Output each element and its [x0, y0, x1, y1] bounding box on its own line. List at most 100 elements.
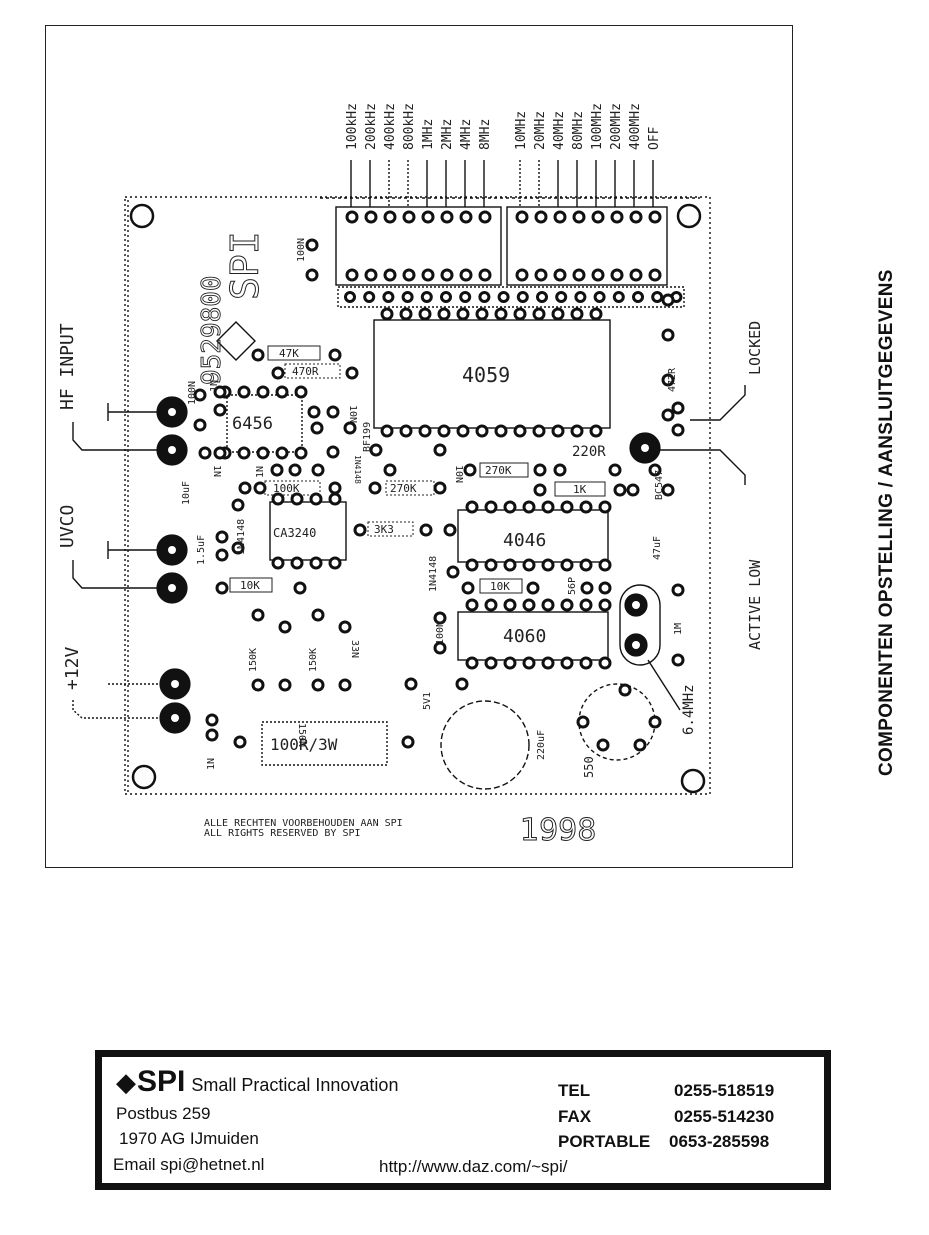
solder-pad [579, 598, 593, 612]
solder-pad [402, 210, 416, 224]
mounting-hole-icon [676, 203, 702, 229]
solder-pads [193, 210, 685, 752]
solder-pad [421, 268, 435, 282]
solder-pad [399, 307, 413, 321]
solder-pad [570, 424, 584, 438]
solder-pad [215, 581, 229, 595]
solder-pad [251, 678, 265, 692]
solder-pad [651, 291, 664, 303]
frequency-label-left-2: 400kHz [383, 103, 398, 150]
solder-pad [661, 483, 675, 497]
solder-pad [589, 307, 603, 321]
ic-4046-label: 4046 [503, 530, 546, 551]
solder-pad [193, 418, 207, 432]
crystal-label: 6.4MHz [681, 684, 697, 735]
solder-pad [383, 268, 397, 282]
solder-pad [433, 443, 447, 457]
solder-pad [541, 656, 555, 670]
cap-100n-c-label: 100N [435, 621, 446, 645]
solder-pad [237, 385, 251, 399]
solder-pad [288, 463, 302, 477]
frequency-label-left-6: 4MHz [459, 119, 474, 150]
solder-pad [215, 548, 229, 562]
contact-brand: ◆ SPI Small Practical Innovation [116, 1067, 398, 1097]
solder-pad [475, 424, 489, 438]
solder-pad [256, 446, 270, 460]
resistor-10k-b-label: 10K [490, 580, 510, 593]
frequency-label-left-4: 1MHz [421, 119, 436, 150]
brand-logo-text: SPI [137, 1065, 186, 1098]
solder-pad [579, 500, 593, 514]
solder-pad [610, 268, 624, 282]
solder-pad [383, 463, 397, 477]
frequency-label-right-6: 400MHz [628, 103, 643, 150]
frequency-label-right-5: 200MHz [609, 103, 624, 150]
solder-pad [503, 598, 517, 612]
solder-pad [401, 291, 414, 303]
solder-pad [598, 558, 612, 572]
solder-pad [478, 210, 492, 224]
solder-pad [345, 210, 359, 224]
resistor-10k-a-label: 10K [240, 579, 260, 592]
solder-pad [484, 500, 498, 514]
resistor-270k-b-label: 270K [390, 482, 417, 495]
solder-pad [613, 483, 627, 497]
solder-pad [275, 385, 289, 399]
frequency-label-left-7: 8MHz [478, 119, 493, 150]
cap-10n-b-label: 10N [453, 465, 464, 483]
solder-pad [437, 424, 451, 438]
solder-pad [345, 268, 359, 282]
electrolytic-cap-220uf [440, 700, 530, 790]
solder-pad [560, 656, 574, 670]
active-low-label: ACTIVE LOW [746, 559, 764, 650]
solder-pad [307, 405, 321, 419]
solder-pad [338, 620, 352, 634]
solder-pad [271, 556, 285, 570]
solder-pad [661, 328, 675, 342]
solder-pad [494, 424, 508, 438]
power-resistor-label: 100R/3W [270, 735, 338, 754]
solder-pad [576, 715, 590, 729]
solder-pad [612, 291, 625, 303]
solder-pad [513, 307, 527, 321]
solder-pad [465, 500, 479, 514]
cap-10n-label: 10N [347, 405, 358, 423]
solder-pad [484, 598, 498, 612]
solder-pad [305, 238, 319, 252]
cap-1n-b-label: 1N [211, 465, 222, 477]
solder-pad [278, 620, 292, 634]
solder-pad [661, 373, 675, 387]
solder-pad [648, 268, 662, 282]
ic-4059-body [373, 319, 611, 429]
solder-pad [404, 677, 418, 691]
solder-pad [437, 307, 451, 321]
frequency-label-left-0: 100kHz [345, 103, 360, 150]
solder-pad [310, 421, 324, 435]
solder-pad [399, 424, 413, 438]
solder-pad [503, 500, 517, 514]
resistor-1m-label: 1M [673, 623, 684, 635]
solder-pad [608, 463, 622, 477]
mounting-hole-icon [131, 764, 157, 790]
solder-pad [309, 556, 323, 570]
solder-pad [522, 598, 536, 612]
resistor-150k-b-label: 150K [308, 648, 319, 672]
cap-15uf-label: 1.5uF [196, 535, 207, 565]
solder-pad [328, 481, 342, 495]
phone-number-tel: 0255-518519 [674, 1081, 775, 1100]
diamond-logo-icon: ◆ [116, 1067, 136, 1097]
solder-pad [338, 678, 352, 692]
solder-pad [433, 481, 447, 495]
diode-1n4148-b-label: 1N4148 [353, 455, 362, 484]
dip-switch-block-right [506, 206, 668, 286]
solder-pad [610, 210, 624, 224]
cap-1n-c-label: 1N [255, 466, 266, 478]
solder-pad [598, 656, 612, 670]
cap-47uf-label: 47uF [652, 536, 663, 560]
solder-pad [294, 385, 308, 399]
frequency-label-right-2: 40MHz [552, 111, 567, 150]
website-link[interactable]: http://www.daz.com/~spi/ [379, 1157, 568, 1176]
solder-pad [271, 492, 285, 506]
solder-pad [238, 481, 252, 495]
